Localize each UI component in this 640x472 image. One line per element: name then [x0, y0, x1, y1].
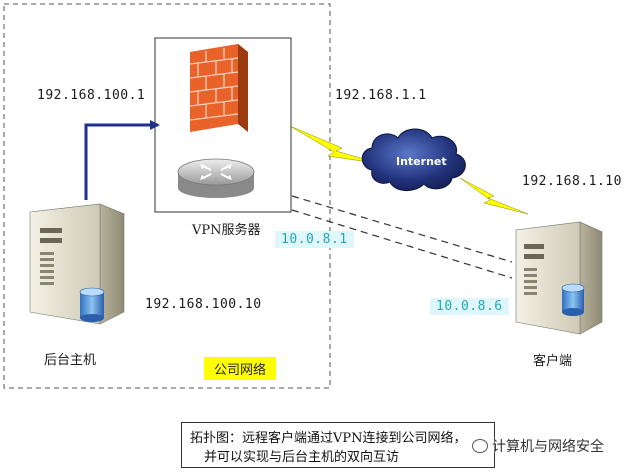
- company-network-tag: 公司网络: [204, 357, 277, 380]
- tunnel-client-ip-tag: 10.0.8.6: [430, 298, 509, 315]
- wan-lightning-right-icon: [459, 177, 529, 215]
- ip-backend-host-label: 192.168.100.10: [145, 297, 262, 312]
- ip-gateway-lan-label: 192.168.100.1: [37, 88, 146, 103]
- router-icon: [177, 158, 255, 198]
- tunnel-server-ip-tag: 10.0.8.1: [275, 231, 354, 248]
- ip-vpn-wan-label: 192.168.1.1: [335, 88, 427, 103]
- watermark-chat-icon: [472, 439, 488, 453]
- vpn-tunnel-line-lower: [291, 209, 513, 279]
- vpn-server-label: VPN服务器: [192, 223, 261, 238]
- caption-line-2: 并可以实现与后台主机的双向互访: [204, 450, 400, 465]
- company-network-boundary: [3, 3, 331, 389]
- ip-client-public-label: 192.168.1.10: [522, 174, 622, 189]
- caption-line-1: 拓扑图：远程客户端通过VPN连接到公司网络，: [190, 431, 467, 446]
- internet-cloud-icon: [361, 128, 466, 191]
- client-server-icon: [514, 221, 604, 335]
- watermark-text: 计算机与网络安全: [492, 439, 604, 455]
- internet-label: Internet: [396, 155, 447, 168]
- firewall-icon: [189, 44, 248, 132]
- lan-link-arrow-icon: [150, 120, 160, 130]
- watermark: 计算机与网络安全: [472, 436, 604, 456]
- client-label: 客户端: [533, 354, 573, 369]
- lan-link-line: [84, 123, 158, 200]
- topology-caption-box: 拓扑图：远程客户端通过VPN连接到公司网络， 并可以实现与后台主机的双向互访: [181, 422, 495, 468]
- backend-host-label: 后台主机: [44, 353, 97, 368]
- vpn-tunnel-line-upper: [291, 195, 513, 263]
- backend-server-icon: [29, 203, 126, 325]
